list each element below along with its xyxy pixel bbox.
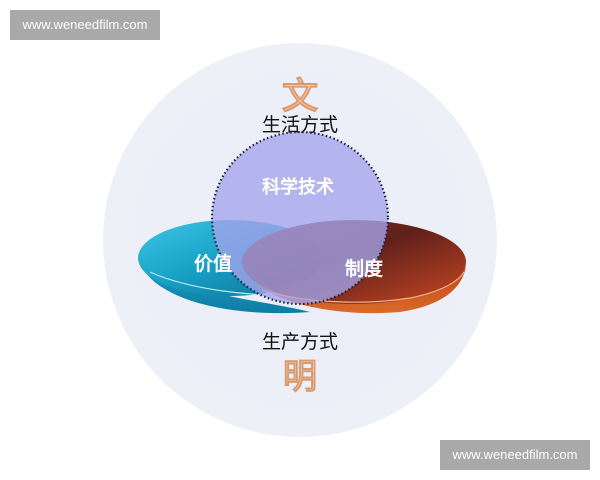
production-mode-label: 生产方式 — [262, 331, 338, 353]
science-technology-circle — [210, 130, 390, 306]
value-label: 价值 — [194, 252, 232, 275]
watermark-top-left: www.weneedfilm.com — [10, 10, 160, 40]
science-technology-label: 科学技术 — [262, 176, 334, 198]
title-char-bottom: 明 — [283, 357, 317, 397]
watermark-bottom-right: www.weneedfilm.com — [440, 440, 590, 470]
system-label: 制度 — [345, 257, 384, 280]
title-char-top: 文 — [282, 76, 318, 117]
lifestyle-label: 生活方式 — [262, 114, 338, 136]
